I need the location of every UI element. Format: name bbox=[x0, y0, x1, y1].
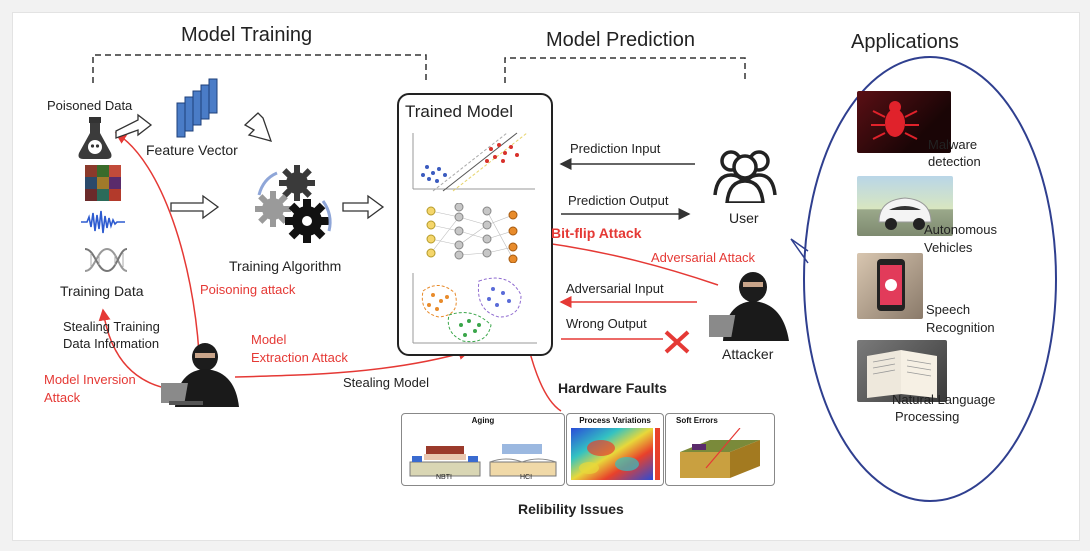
app-nlp-label-1: Natural Language bbox=[892, 392, 996, 407]
car-icon bbox=[878, 197, 932, 230]
bug-icon bbox=[871, 101, 919, 140]
soft-errors-title: Soft Errors bbox=[676, 416, 718, 425]
red-x-icon bbox=[664, 330, 690, 354]
soft-errors-panel: Soft Errors bbox=[665, 413, 775, 486]
nbti-label: NBTI bbox=[436, 474, 452, 481]
aging-panel: Aging NBTI HCI bbox=[401, 413, 565, 486]
adversarial-input-label: Adversarial Input bbox=[566, 281, 664, 296]
training-algorithm-label: Training Algorithm bbox=[229, 258, 342, 274]
user-group-icon bbox=[713, 150, 777, 203]
app-autonomous-label-1: Autonomous bbox=[924, 222, 997, 237]
phone-icon bbox=[877, 259, 905, 311]
header-model-prediction: Model Prediction bbox=[546, 29, 695, 51]
flask-skull-icon bbox=[78, 117, 112, 159]
image-grid-icon bbox=[85, 165, 121, 201]
stealing-training-label-1: Stealing Training bbox=[63, 319, 160, 334]
nlp-photo bbox=[857, 340, 947, 402]
book-icon bbox=[867, 350, 937, 398]
model-extraction-label-2: Extraction Attack bbox=[251, 350, 348, 365]
header-applications: Applications bbox=[851, 31, 959, 53]
aging-illustration bbox=[409, 444, 557, 477]
model-inversion-arrow bbox=[98, 308, 166, 389]
app-malware-label-2: detection bbox=[928, 154, 981, 169]
training-data-label: Training Data bbox=[60, 283, 144, 299]
hacker-icon bbox=[161, 343, 239, 407]
app-speech-label-1: Speech bbox=[926, 302, 971, 317]
header-model-training: Model Training bbox=[181, 24, 313, 46]
trained-model-title: Trained Model bbox=[405, 102, 514, 121]
attacker-label: Attacker bbox=[722, 346, 774, 362]
hollow-arrow-data bbox=[170, 194, 220, 220]
reliability-issues-label: Relibility Issues bbox=[518, 501, 624, 517]
app-speech-label-2: Recognition bbox=[926, 320, 995, 335]
soft-errors-illustration bbox=[680, 428, 760, 478]
stealing-training-label-2: Data Information bbox=[63, 336, 160, 351]
aging-title: Aging bbox=[471, 416, 495, 425]
bit-flip-attack-label: Bit-flip Attack bbox=[551, 225, 642, 241]
hardware-faults-label: Hardware Faults bbox=[558, 380, 667, 396]
prediction-input-label: Prediction Input bbox=[570, 141, 661, 156]
process-variations-title: Process Variations bbox=[579, 416, 651, 425]
heatmap-illustration bbox=[571, 428, 660, 480]
attacker-hacker-icon bbox=[709, 272, 789, 341]
feature-vector-icon bbox=[176, 78, 218, 138]
applications-ellipse bbox=[803, 56, 1057, 502]
stealing-model-label: Stealing Model bbox=[343, 375, 429, 390]
hollow-arrow-algorithm bbox=[342, 194, 385, 220]
hollow-arrow-poison bbox=[115, 113, 153, 139]
speech-recognition-photo bbox=[857, 253, 923, 319]
diagram-canvas: Model Training Model Prediction Applicat… bbox=[12, 12, 1080, 541]
clustering-plot-icon bbox=[412, 273, 537, 344]
trained-model-box: Trained Model bbox=[397, 93, 553, 356]
poisoning-attack-label: Poisoning attack bbox=[200, 282, 296, 297]
ellipse-pointer bbox=[790, 238, 809, 264]
model-training-bracket bbox=[92, 54, 427, 83]
svm-plot-icon bbox=[412, 132, 535, 192]
model-extraction-label-1: Model bbox=[251, 332, 287, 347]
wrong-output-label: Wrong Output bbox=[566, 316, 647, 331]
app-autonomous-label-2: Vehicles bbox=[924, 240, 973, 255]
poisoned-data-label: Poisoned Data bbox=[47, 98, 133, 113]
neural-network-icon bbox=[426, 203, 518, 263]
hci-label: HCI bbox=[520, 474, 533, 481]
process-variations-panel: Process Variations bbox=[566, 413, 664, 486]
app-malware-label-1: Malware bbox=[928, 137, 978, 152]
model-inversion-label-1: Model Inversion bbox=[44, 372, 136, 387]
connector-layer bbox=[92, 54, 1057, 502]
adversarial-attack-label: Adversarial Attack bbox=[651, 250, 756, 265]
model-prediction-bracket bbox=[504, 57, 746, 83]
prediction-output-label: Prediction Output bbox=[568, 193, 669, 208]
model-inversion-label-2: Attack bbox=[44, 390, 81, 405]
malware-photo bbox=[857, 91, 951, 153]
hollow-arrow-feature bbox=[243, 112, 273, 142]
autonomous-vehicle-photo bbox=[857, 176, 953, 236]
feature-vector-label: Feature Vector bbox=[146, 142, 238, 158]
app-nlp-label-2: Processing bbox=[895, 409, 960, 424]
poisoning-arrow bbox=[114, 132, 200, 354]
gears-icon bbox=[255, 165, 332, 243]
user-label: User bbox=[729, 210, 759, 226]
waveform-icon bbox=[81, 210, 125, 234]
dna-icon bbox=[84, 247, 128, 273]
stealing-model-arrow bbox=[234, 348, 471, 378]
